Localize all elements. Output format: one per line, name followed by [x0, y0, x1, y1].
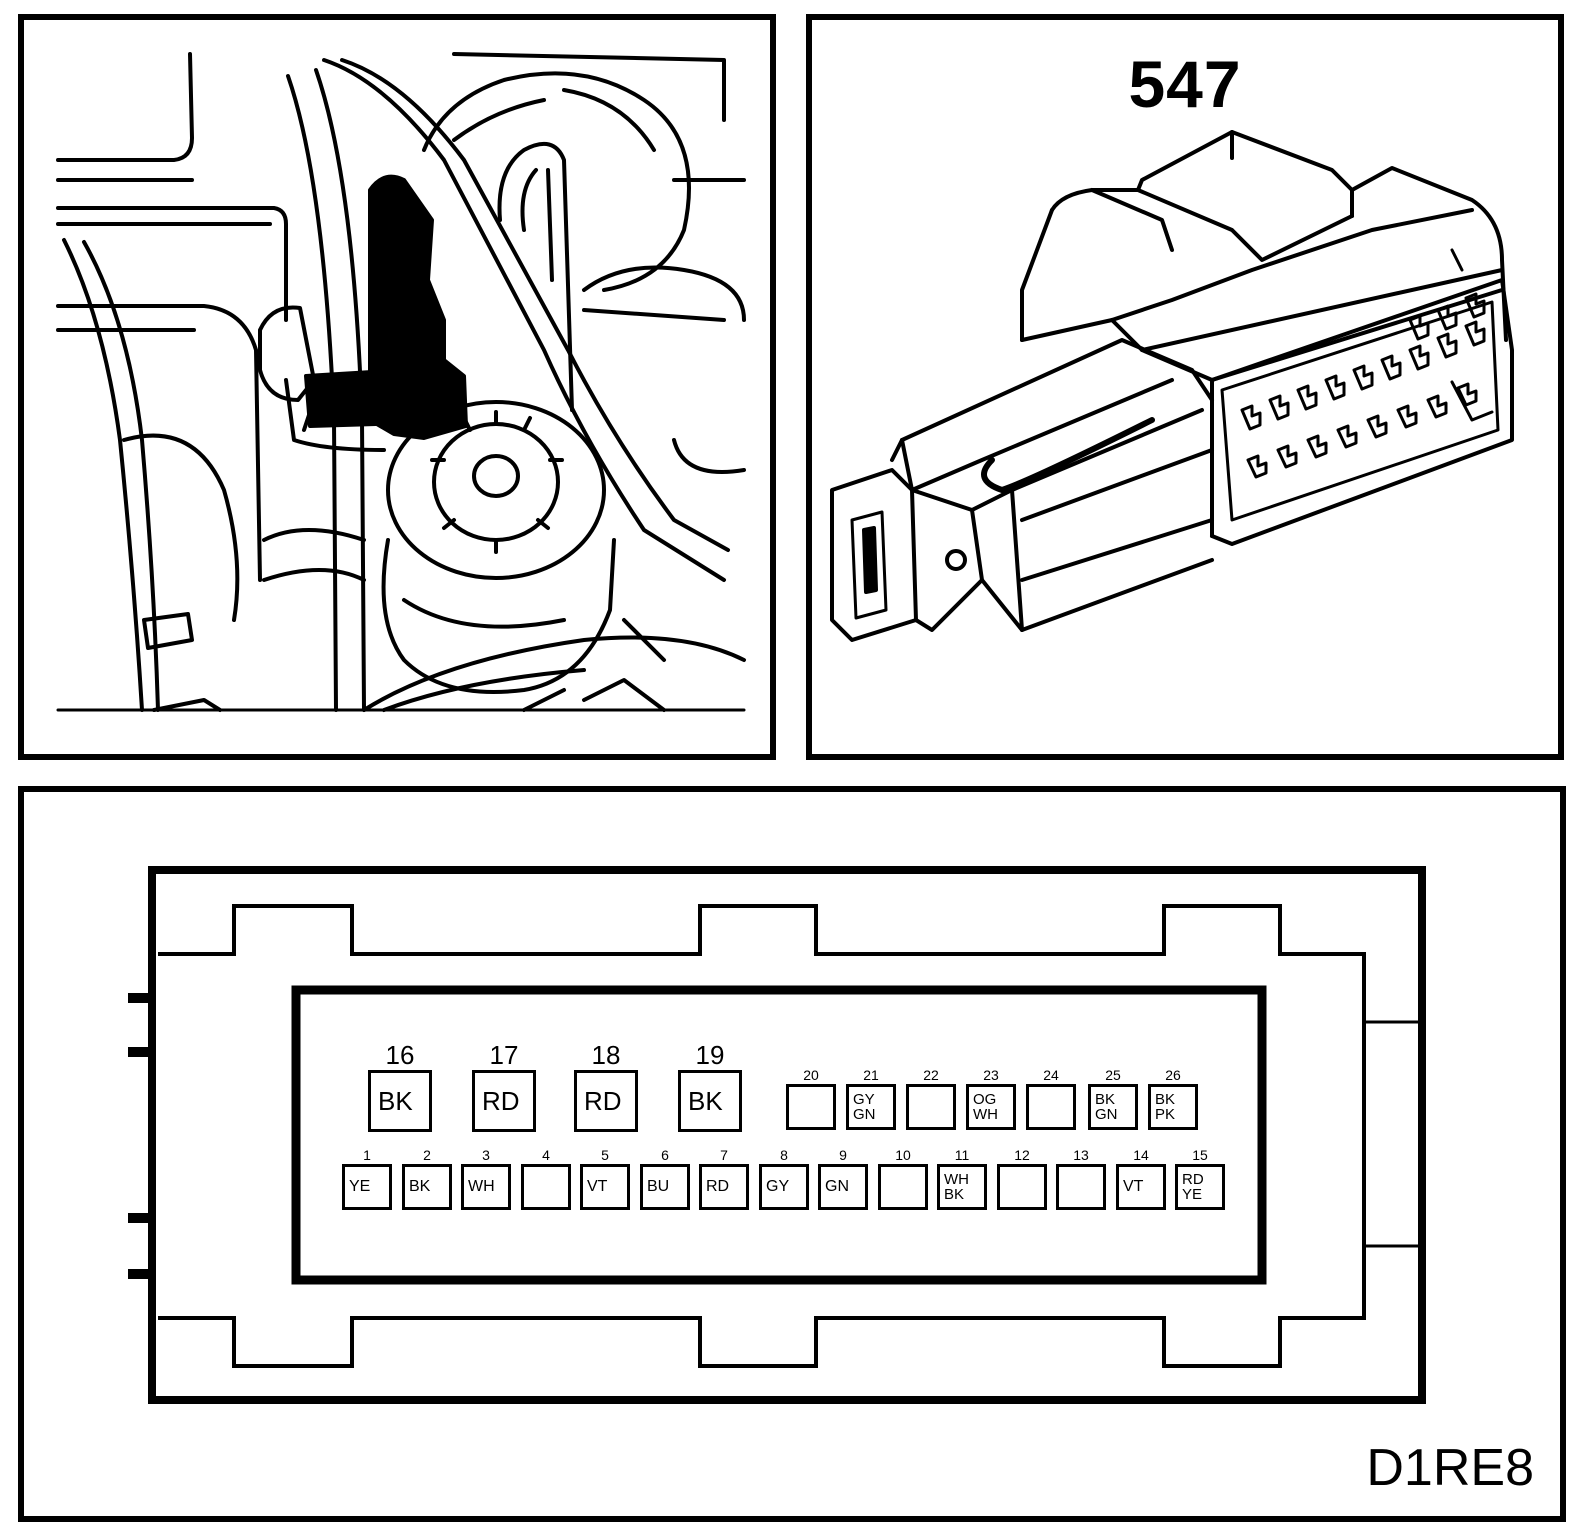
engine-bay-illustration — [56, 52, 746, 712]
connector-id-label: 547 — [1128, 47, 1242, 121]
pin-number-10: 10 — [895, 1147, 911, 1163]
pin-wire-color: BK — [378, 1086, 413, 1116]
pin-wire-color: RD — [584, 1086, 622, 1116]
pin-number-21: 21 — [863, 1067, 879, 1083]
pin-wire-color: BK — [944, 1186, 965, 1203]
pin-wire-color: BU — [647, 1178, 670, 1195]
pin-10 — [878, 1164, 928, 1210]
pin-22 — [906, 1084, 956, 1130]
pin-wire-color: GN — [853, 1106, 876, 1123]
pin-wire-color: BK — [1155, 1091, 1176, 1108]
pin-6: BU — [640, 1164, 690, 1210]
pin-wire-color: GY — [766, 1178, 790, 1195]
pin-number-12: 12 — [1014, 1147, 1030, 1163]
pin-number-11: 11 — [954, 1147, 970, 1163]
pin-1: YE — [342, 1164, 392, 1210]
pin-number-5: 5 — [601, 1147, 609, 1163]
pin-number-23: 23 — [983, 1067, 999, 1083]
pin-number-2: 2 — [423, 1147, 431, 1163]
pin-number-16: 16 — [385, 1040, 415, 1070]
pin-wire-color: BK — [1095, 1091, 1116, 1108]
pin-cavities — [1240, 292, 1486, 479]
pin-wire-color: WH — [944, 1171, 969, 1188]
pin-number-25: 25 — [1105, 1067, 1121, 1083]
pin-19: BK — [678, 1070, 742, 1132]
pin-number-15: 15 — [1192, 1147, 1208, 1163]
pin-number-24: 24 — [1043, 1067, 1059, 1083]
pin-20 — [786, 1084, 836, 1130]
pin-number-14: 14 — [1133, 1147, 1149, 1163]
pin-number-7: 7 — [720, 1147, 728, 1163]
highlighted-control-module — [368, 174, 468, 440]
connector-face-outline — [128, 866, 1426, 1404]
pin-13 — [1056, 1164, 1106, 1210]
pin-wire-color: GN — [1095, 1106, 1118, 1123]
pin-number-22: 22 — [923, 1067, 939, 1083]
pin-12 — [997, 1164, 1047, 1210]
pin-number-19: 19 — [695, 1040, 725, 1070]
location-illustration-panel — [18, 14, 776, 760]
pin-number-9: 9 — [839, 1147, 847, 1163]
pin-wire-color: WH — [973, 1106, 998, 1123]
pin-wire-color: YE — [1182, 1186, 1203, 1203]
pin-17: RD — [472, 1070, 536, 1132]
pin-5: VT — [580, 1164, 630, 1210]
pin-number-6: 6 — [661, 1147, 669, 1163]
connector-3d-panel: 547 — [806, 14, 1564, 760]
pin-9: GN — [818, 1164, 868, 1210]
pin-number-13: 13 — [1073, 1147, 1089, 1163]
pin-wire-color: BK — [409, 1178, 431, 1195]
pin-16: BK — [368, 1070, 432, 1132]
pin-number-4: 4 — [542, 1147, 550, 1163]
pin-wire-color: GY — [853, 1091, 875, 1108]
pin-number-20: 20 — [803, 1067, 819, 1083]
pin-8: GY — [759, 1164, 809, 1210]
pin-number-1: 1 — [363, 1147, 371, 1163]
pin-wire-color: OG — [973, 1091, 997, 1108]
pin-number-17: 17 — [489, 1040, 519, 1070]
pin-7: RD — [699, 1164, 749, 1210]
pin-number-3: 3 — [482, 1147, 490, 1163]
pin-wire-color: RD — [482, 1086, 520, 1116]
connector-3d-illustration — [830, 130, 1514, 642]
pin-wire-color: VT — [1123, 1178, 1144, 1195]
pin-3: WH — [461, 1164, 511, 1210]
pin-4 — [521, 1164, 571, 1210]
pin-wire-color: GN — [825, 1178, 849, 1195]
pin-number-18: 18 — [591, 1040, 621, 1070]
pin-wire-color: VT — [587, 1178, 608, 1195]
pin-2: BK — [402, 1164, 452, 1210]
pin-24 — [1026, 1084, 1076, 1130]
pin-wire-color: BK — [688, 1086, 723, 1116]
diagram-code-label: D1RE8 — [1366, 1439, 1534, 1497]
pin-number-26: 26 — [1165, 1067, 1181, 1083]
pin-wire-color: YE — [349, 1178, 371, 1195]
pin-18: RD — [574, 1070, 638, 1132]
pin-14: VT — [1116, 1164, 1166, 1210]
pin-number-8: 8 — [780, 1147, 788, 1163]
pin-wire-color: RD — [1182, 1171, 1204, 1188]
pin-wire-color: RD — [706, 1178, 730, 1195]
pin-wire-color: WH — [468, 1178, 495, 1195]
pin-wire-color: PK — [1155, 1106, 1176, 1123]
